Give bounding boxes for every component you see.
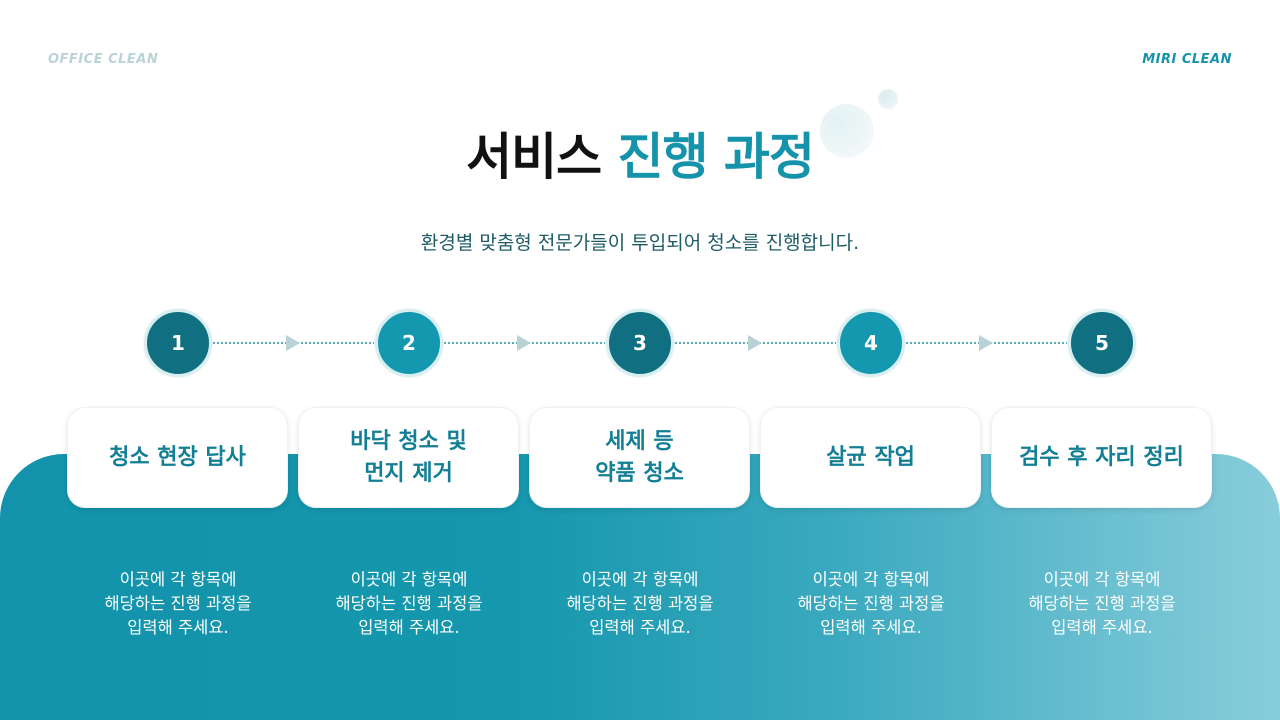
step-title: 바닥 청소 및 먼지 제거 — [350, 428, 467, 486]
step-number: 5 — [1095, 331, 1109, 355]
title-part-dark: 서비스 — [466, 128, 602, 186]
step-description-3: 이곳에 각 항목에 해당하는 진행 과정을 입력해 주세요. — [566, 570, 714, 637]
step-card-2: 바닥 청소 및 먼지 제거 — [298, 407, 519, 508]
arrow-right-icon — [286, 335, 300, 351]
step-number: 4 — [864, 331, 878, 355]
decorative-bubble-small — [878, 89, 898, 109]
step-number: 1 — [171, 331, 185, 355]
arrow-right-icon — [748, 335, 762, 351]
title-part-accent: 진행 과정 — [617, 128, 815, 186]
step-number-badge: 4 — [837, 309, 905, 377]
page-title: 서비스 진행 과정 — [0, 125, 1280, 189]
page-subtitle: 환경별 맞춤형 전문가들이 투입되어 청소를 진행합니다. — [420, 232, 860, 254]
step-card-4: 살균 작업 — [760, 407, 981, 508]
step-number: 3 — [633, 331, 647, 355]
step-card-5: 검수 후 자리 정리 — [991, 407, 1212, 508]
arrow-right-icon — [517, 335, 531, 351]
brand-label-left: OFFICE CLEAN — [48, 52, 159, 67]
step-number-badge: 1 — [144, 309, 212, 377]
decorative-bubble-large — [820, 104, 874, 158]
arrow-right-icon — [979, 335, 993, 351]
step-description-1: 이곳에 각 항목에 해당하는 진행 과정을 입력해 주세요. — [104, 570, 252, 637]
step-number: 2 — [402, 331, 416, 355]
step-number-badge: 2 — [375, 309, 443, 377]
brand-label-right: MIRI CLEAN — [1142, 52, 1232, 67]
step-description-2: 이곳에 각 항목에 해당하는 진행 과정을 입력해 주세요. — [335, 570, 483, 637]
step-title: 검수 후 자리 정리 — [1019, 444, 1184, 470]
step-description-4: 이곳에 각 항목에 해당하는 진행 과정을 입력해 주세요. — [797, 570, 945, 637]
step-title: 청소 현장 답사 — [109, 444, 246, 470]
step-title: 살균 작업 — [826, 444, 915, 470]
step-number-badge: 3 — [606, 309, 674, 377]
step-description-5: 이곳에 각 항목에 해당하는 진행 과정을 입력해 주세요. — [1028, 570, 1176, 637]
step-title: 세제 등 약품 청소 — [595, 428, 684, 486]
step-card-1: 청소 현장 답사 — [67, 407, 288, 508]
step-card-3: 세제 등 약품 청소 — [529, 407, 750, 508]
step-number-badge: 5 — [1068, 309, 1136, 377]
